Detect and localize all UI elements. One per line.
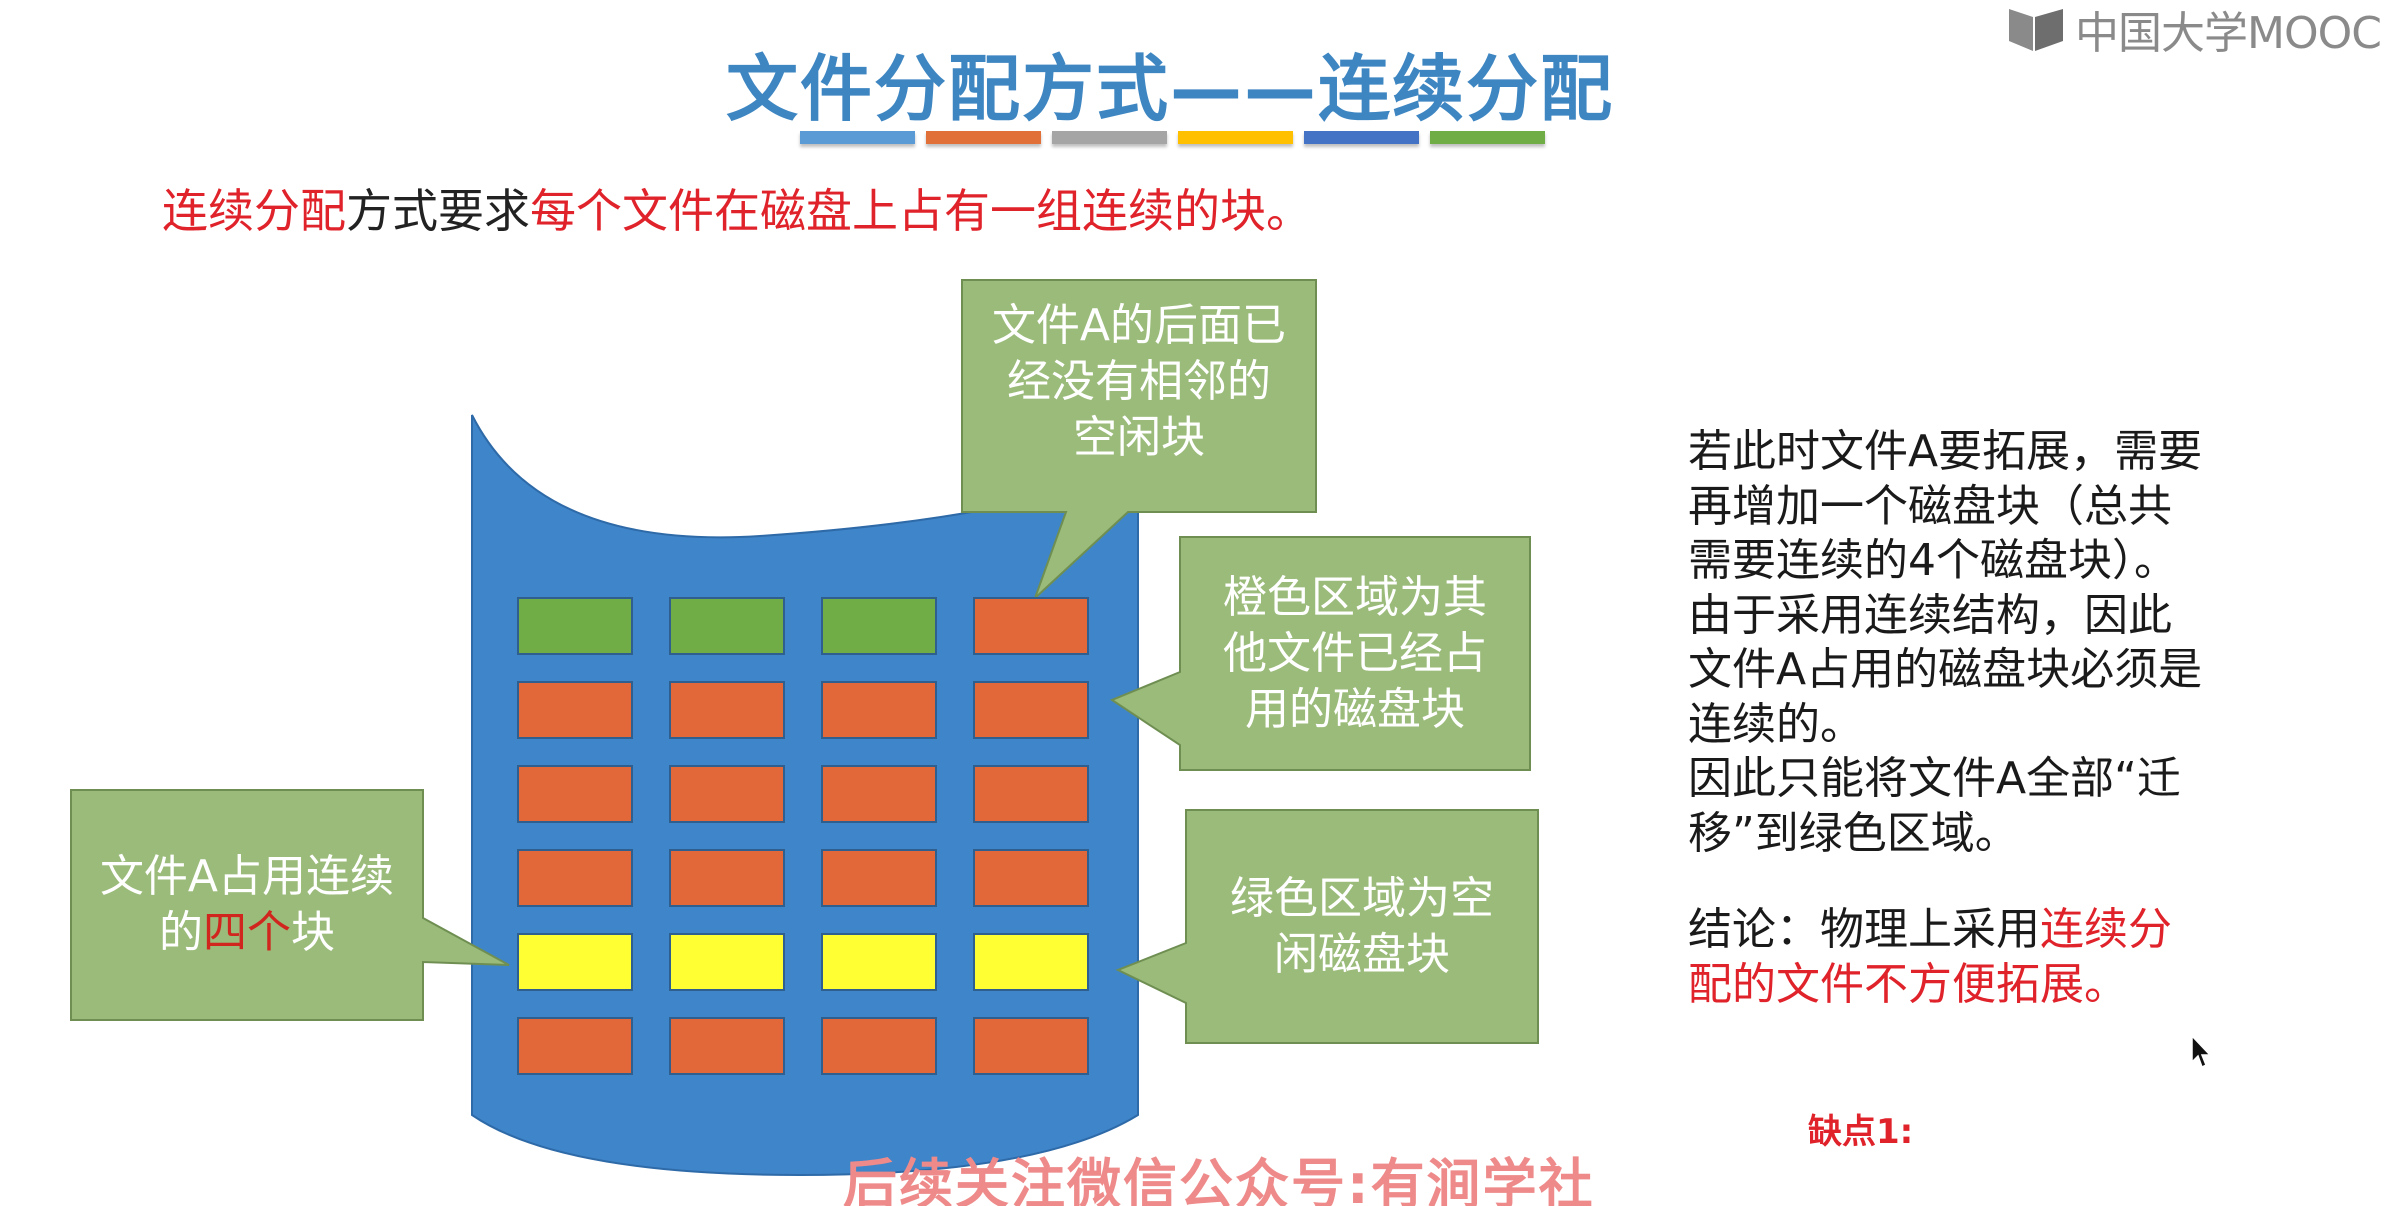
callout-left-word-de: 的 [159,907,203,958]
callout-orange-text: 橙色区域为其 他文件已经占 用的磁盘块 [1223,571,1487,736]
callout-green-box [1115,809,1539,1044]
color-strip-segment [800,131,915,144]
disk-block-orange [821,765,937,823]
intro-verb: 方式要求 [346,184,530,238]
callout-left-four: 四个 [203,907,291,958]
callout-left-word-block: 块 [291,907,335,958]
disk-block-yellow [973,933,1089,991]
disk-block-green [669,597,785,655]
disk-block-orange [669,849,785,907]
color-strip-segment [1052,131,1167,144]
disk-block-yellow [517,933,633,991]
disk-block-orange [973,597,1089,655]
disk-block-orange [973,681,1089,739]
explanation-paragraph: 若此时文件A要拓展，需要 再增加一个磁盘块（总共 需要连续的4个磁盘块）。 由于… [1688,426,2203,859]
color-strip-segment [1178,131,1293,144]
mooc-logo: 中国大学MOOC [2005,0,2382,59]
disk-block-yellow [669,933,785,991]
disk-block-green [517,597,633,655]
disk-diagram [70,279,1539,1177]
color-strip [800,131,1545,144]
disk-block-orange [517,765,633,823]
callout-left-line1: 文件A占用连续 [99,850,395,902]
callout-left-line2: 的四个块 [159,905,335,961]
slide-title: 文件分配方式——连续分配 [725,47,1614,131]
logo-text: 中国大学MOOC [2075,8,2382,59]
callout-top-text: 文件A的后面已 经没有相邻的 空闲块 [991,299,1287,464]
disk-block-orange [973,1017,1089,1075]
callout-left-text: 文件A占用连续 的四个块 [71,792,423,1018]
disk-block-orange [669,681,785,739]
watermark: 后续关注微信公众号:有涧学社 [843,1153,1595,1206]
drawback-label: 缺点1: [1808,1112,1914,1152]
mooc-logo-icon [2009,9,2063,51]
callout-top-box [961,279,1317,599]
color-strip-segment [926,131,1041,144]
callout-orange-box [1109,536,1531,771]
disk-block-orange [517,1017,633,1075]
disk-block-yellow [821,933,937,991]
intro-term: 连续分配 [162,184,346,238]
conclusion-prefix: 结论：物理上采用 [1688,904,2040,956]
callout-green-text: 绿色区域为空 闲磁盘块 [1230,872,1494,980]
callout-left-box [70,789,510,1021]
color-strip-segment [1304,131,1419,144]
conclusion-highlight: 连续分 配的文件不方便拓展。 [1688,904,2172,1010]
intro-sentence: 连续分配方式要求每个文件在磁盘上占有一组连续的块。 [162,175,1312,241]
explanation-panel: 若此时文件A要拓展，需要 再增加一个磁盘块（总共 需要连续的4个磁盘块）。 由于… [1688,425,2248,1012]
mouse-cursor-icon [2191,1034,2212,1069]
disk-block-orange [973,849,1089,907]
disk-block-orange [973,765,1089,823]
conclusion: 结论：物理上采用连续分 配的文件不方便拓展。 [1688,903,2248,1012]
disk-block-orange [669,765,785,823]
disk-cylinder [471,414,1139,1177]
disk-block-orange [821,849,937,907]
disk-block-orange [517,681,633,739]
color-strip-segment [1430,131,1545,144]
intro-definition: 每个文件在磁盘上占有一组连续的块。 [530,184,1312,238]
disk-block-orange [669,1017,785,1075]
disk-block-orange [517,849,633,907]
disk-block-orange [821,681,937,739]
disk-block-orange [821,1017,937,1075]
disk-block-green [821,597,937,655]
disk-blocks [517,597,1089,1075]
